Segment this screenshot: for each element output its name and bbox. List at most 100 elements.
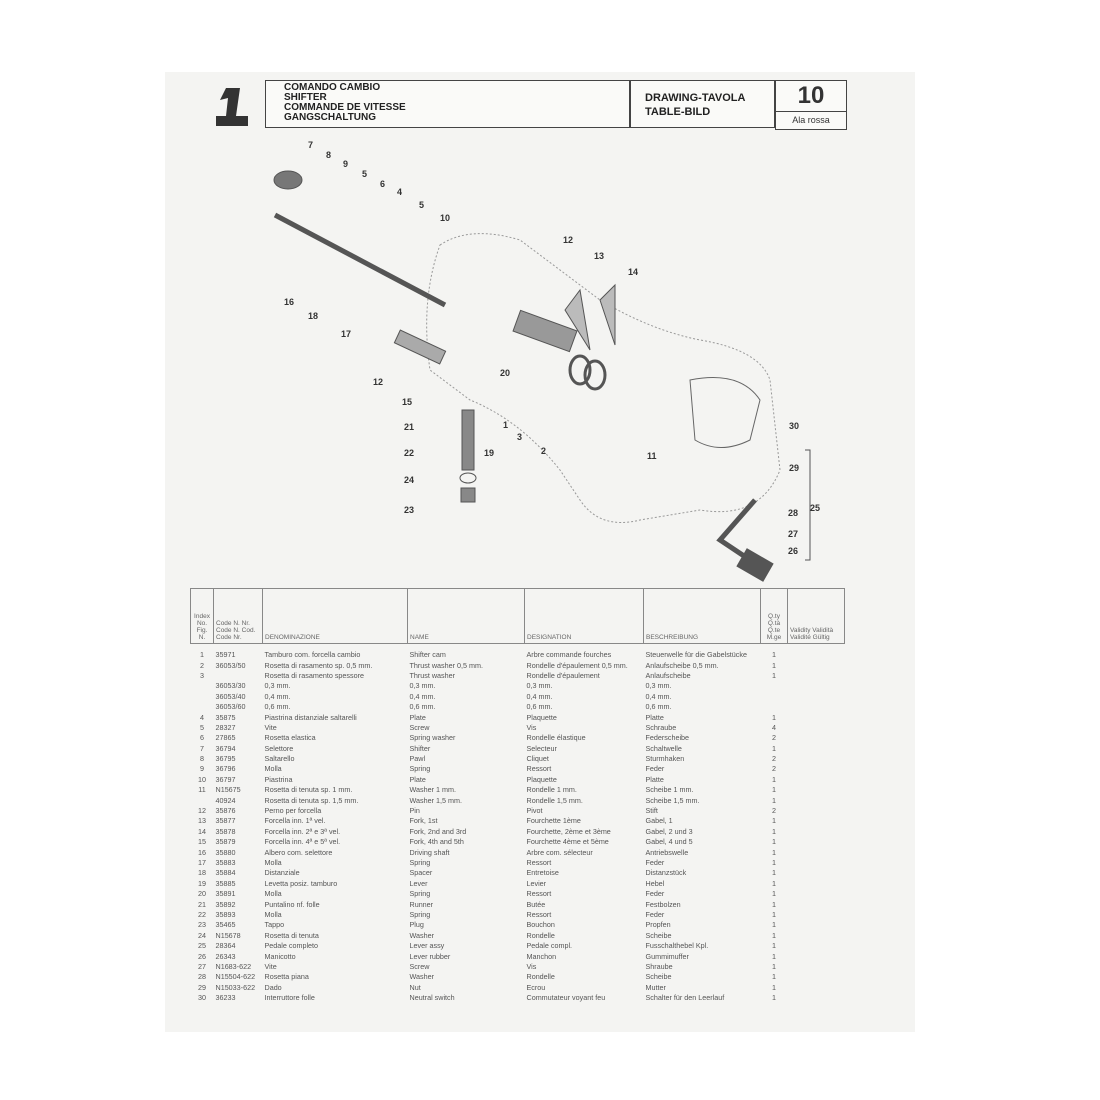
cell-name: 0,3 mm. [409, 681, 436, 691]
cell-beschreibung: Gabel, 2 und 3 [645, 826, 693, 836]
cell-index: 16 [198, 847, 206, 857]
cell-denominazione: 0,6 mm. [264, 702, 291, 712]
cell-quantity: 1 [772, 899, 776, 909]
cell-name: Fork, 2nd and 3rd [409, 826, 467, 836]
cell-code: 35465 [215, 920, 236, 930]
cell-name: Thrust washer [409, 670, 456, 680]
cell-denominazione: Vite [264, 722, 277, 732]
title-de: GANGSCHALTUNG [284, 112, 377, 123]
cell-code: N15678 [215, 930, 241, 940]
cell-designation: 0,6 mm. [526, 702, 553, 712]
cell-name: Plug [409, 920, 424, 930]
cell-denominazione: Rosetta di rasamento sp. 0,5 mm. [264, 660, 373, 670]
cell-code: N15675 [215, 785, 241, 795]
cell-quantity: 1 [772, 660, 776, 670]
cell-denominazione: Saltarello [264, 754, 295, 764]
cell-code: 35971 [215, 650, 236, 660]
callout-label: 8 [326, 150, 332, 160]
cell-name: Spring [409, 889, 431, 899]
cell-validity [788, 879, 845, 889]
table-number: 10 [776, 81, 846, 112]
cell-quantity: 1 [772, 837, 776, 847]
cell-code: 35892 [215, 899, 236, 909]
cell-beschreibung: Feder [645, 909, 665, 919]
cell-denominazione: Distanziale [264, 868, 300, 878]
cell-beschreibung: 0,6 mm. [645, 702, 672, 712]
cell-beschreibung: Scheibe 1,5 mm. [645, 795, 700, 805]
cell-beschreibung: Schaltwelle [645, 743, 682, 753]
cell-index: 10 [198, 774, 206, 784]
cell-validity [788, 910, 845, 920]
cell-index: 18 [198, 868, 206, 878]
cell-index: 17 [198, 858, 206, 867]
cell-designation: Manchon [526, 951, 557, 961]
cell-denominazione: Molla [264, 764, 282, 774]
cell-denominazione: Piastrina distanziale saltarelli [264, 712, 357, 722]
cell-designation: Cliquet [526, 754, 549, 764]
cell-designation: 0,3 mm. [526, 681, 553, 691]
cell-quantity: 1 [772, 920, 776, 930]
cell-code: 35891 [215, 889, 236, 899]
drawing-label-box: DRAWING-TAVOLA TABLE-BILD [630, 80, 775, 128]
cell-index: 26 [198, 951, 206, 961]
callout-label: 16 [284, 297, 295, 307]
cell-code: 36796 [215, 764, 236, 774]
cell-quantity: 1 [772, 795, 776, 805]
cell-index: 29 [198, 982, 206, 992]
cell-designation: Bouchon [526, 920, 555, 930]
cell-beschreibung: Scheibe [645, 972, 672, 982]
title-fr: COMMANDE DE VITESSE [284, 102, 406, 113]
cell-index [191, 681, 214, 691]
cell-denominazione: Piastrina [264, 774, 293, 784]
cell-validity [788, 931, 845, 941]
cell-denominazione: 0,4 mm. [264, 691, 291, 701]
cell-quantity: 1 [772, 941, 776, 951]
cell-validity [788, 816, 845, 826]
callout-label: 11 [647, 451, 657, 461]
cell-name: Runner [409, 899, 434, 909]
callout-label: 9 [343, 159, 349, 169]
cell-designation: Ressort [526, 889, 552, 899]
cell-quantity [761, 702, 788, 712]
cell-code: 36797 [215, 774, 236, 784]
cell-designation: Plaquette [526, 712, 557, 722]
callout-label: 17 [341, 329, 352, 339]
cell-quantity: 1 [772, 785, 776, 795]
cell-index [191, 795, 214, 805]
cell-code: 28327 [215, 722, 236, 732]
cell-validity [788, 785, 845, 795]
cell-name: Fork, 1st [409, 816, 438, 826]
cell-designation: Rondelle 1 mm. [526, 785, 577, 795]
cell-validity [788, 702, 845, 712]
callout-label: 13 [594, 251, 605, 261]
cell-name: Pin [409, 806, 420, 816]
cell-designation: Selecteur [526, 743, 557, 753]
callout-label: 12 [373, 377, 384, 387]
cell-quantity [761, 692, 788, 702]
cell-index [191, 702, 214, 712]
cell-code: 35883 [215, 858, 236, 867]
cell-designation: Ressort [526, 909, 552, 919]
cell-quantity: 2 [772, 754, 776, 764]
cell-validity [788, 681, 845, 691]
cell-denominazione: Tappo [264, 920, 285, 930]
cell-denominazione: Tamburo com. forcella cambio [264, 650, 361, 660]
cell-code: 26343 [215, 951, 236, 961]
cell-denominazione: Pedale completo [264, 941, 319, 951]
cell-quantity: 4 [772, 722, 776, 732]
cell-quantity: 1 [772, 670, 776, 680]
cell-name: Driving shaft [409, 847, 450, 857]
cell-name: Nut [409, 982, 421, 992]
cell-denominazione: Molla [264, 889, 282, 899]
cell-name: 0,4 mm. [409, 691, 436, 701]
cell-designation: Fourchette, 2ème et 3ème [526, 826, 611, 836]
title-it: COMANDO CAMBIO [284, 82, 381, 93]
cell-beschreibung: Feder [645, 889, 665, 899]
